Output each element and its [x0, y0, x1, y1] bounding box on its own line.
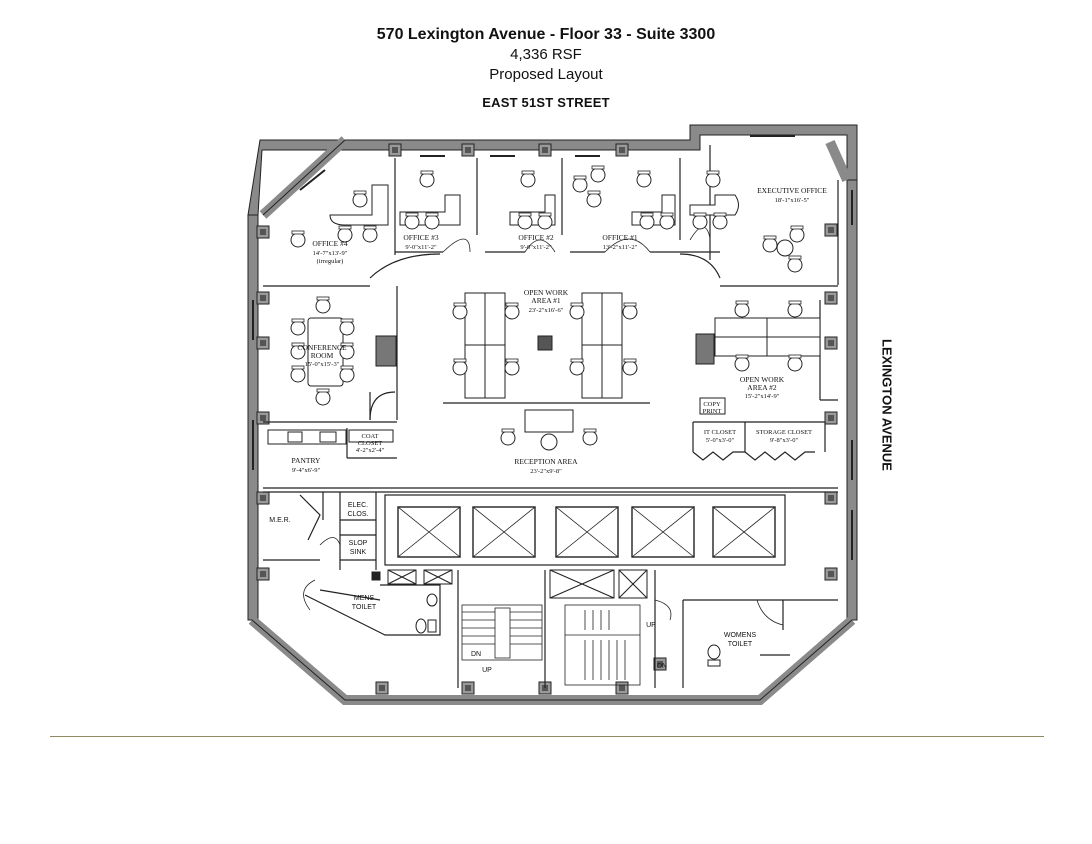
reception-furniture [500, 409, 598, 451]
open-work2-label-line1: OPEN WORK [740, 375, 785, 384]
slop-sink-line1: SLOP [349, 540, 368, 547]
stair-left-dn: DN [471, 651, 481, 658]
elec-closet-line2: CLOS. [347, 511, 368, 518]
office3-label: OFFICE #3 [403, 233, 438, 242]
plan-area: 4,336 RSF [510, 46, 582, 63]
slop-sink-line2: SINK [350, 549, 367, 556]
office4-note: (irregular) [317, 258, 344, 265]
pantry-label: PANTRY [292, 456, 321, 465]
storage-closet-label: STORAGE CLOSET [756, 429, 812, 436]
plan-subtitle: Proposed Layout [489, 66, 603, 83]
plan-title: 570 Lexington Avenue - Floor 33 - Suite … [376, 26, 716, 43]
conference-label-line2: ROOM [311, 351, 334, 360]
offices-furniture [399, 165, 676, 230]
storage-closet-dim: 9'-8"x3'-0" [770, 437, 799, 444]
womens-toilet-line1: WOMENS [724, 632, 757, 639]
mer-label: M.E.R. [269, 517, 290, 524]
copy-print-line2: PRINT [703, 408, 722, 415]
elevator-bank [384, 494, 786, 599]
office1-label: OFFICE #1 [602, 233, 637, 242]
office3-dim: 9'-0"x11'-2" [405, 244, 437, 251]
open-work1-dim: 23'-2"x16'-6" [529, 307, 564, 314]
open-work1-label-line2: AREA #1 [531, 296, 561, 305]
office2-dim: 9'-0"x11'-2" [520, 244, 552, 251]
it-closet-dim: 5'-0"x3'-0" [706, 437, 735, 444]
copy-print-line1: COPY [703, 401, 721, 408]
mens-toilet-line1: MENS [354, 595, 375, 602]
pantry-dim: 9'-4"x6'-9" [292, 467, 321, 474]
street-label-top: EAST 51ST STREET [482, 95, 610, 110]
coat-closet-dim: 4'-2"x2'-4" [356, 447, 385, 454]
toilet-fixtures [371, 571, 721, 667]
stair-right [564, 604, 641, 686]
reception-label: RECEPTION AREA [514, 457, 578, 466]
exec-office-furniture [689, 170, 805, 273]
office4-label: OFFICE #4 [312, 239, 347, 248]
open-work-area1-furniture [443, 292, 650, 404]
open-work1-label-line1: OPEN WORK [524, 288, 569, 297]
exec-office-label: EXECUTIVE OFFICE [757, 186, 827, 195]
office1-dim: 13'-2"x11'-2" [603, 244, 638, 251]
mens-toilet-line2: TOILET [352, 604, 377, 611]
stair-left-up: UP [482, 667, 492, 674]
stair-right-dn: DN [657, 663, 667, 670]
stair-right-up: UP [646, 622, 656, 629]
interior-walls [263, 145, 839, 688]
womens-toilet-line2: TOILET [728, 641, 753, 648]
open-work2-label-line2: AREA #2 [747, 383, 777, 392]
stair-left [461, 604, 543, 661]
office2-label: OFFICE #2 [518, 233, 553, 242]
conference-furniture [290, 296, 397, 406]
conference-dim: 15'-0"x15'-3" [305, 361, 340, 368]
office4-dim: 14'-7"x13'-9" [313, 250, 348, 257]
pantry-counter [267, 429, 394, 445]
exec-office-dim: 18'-1"x16'-5" [775, 197, 810, 204]
coat-closet-line2: CLOSET [358, 440, 383, 447]
coat-closet-line1: COAT [362, 433, 379, 440]
open-work-area2-furniture [695, 300, 821, 415]
windows [252, 135, 853, 560]
open-work2-dim: 15'-2"x14'-9" [745, 393, 780, 400]
elec-closet-line1: ELEC. [348, 502, 368, 509]
footer-divider [50, 736, 1044, 737]
it-closet-label: IT CLOSET [704, 429, 736, 436]
reception-dim: 23'-2"x9'-8" [530, 468, 562, 475]
office4-furniture [290, 184, 389, 248]
conference-label-line1: CONFERENCE [297, 343, 347, 352]
